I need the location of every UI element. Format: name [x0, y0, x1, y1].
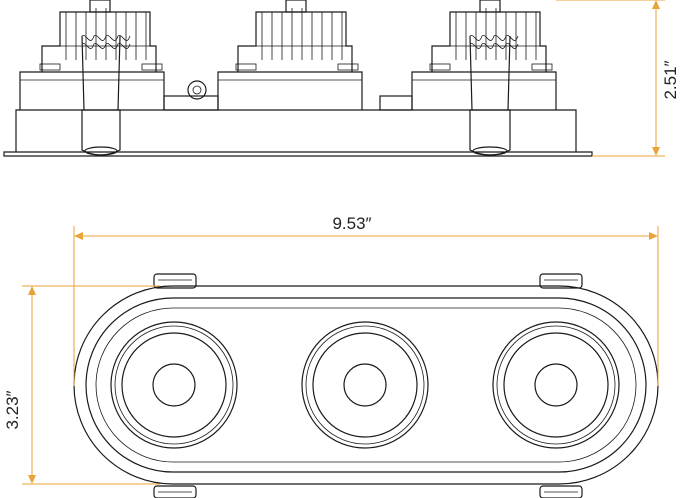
top-view	[73, 273, 659, 498]
right-heatsink	[429, 0, 553, 72]
length-dimension: 9.53″	[73, 214, 659, 386]
width-label: 3.23″	[3, 390, 22, 429]
width-dimension: 3.23″	[3, 285, 160, 485]
center-heatsink	[235, 0, 359, 72]
lens-center	[301, 321, 429, 449]
height-dimension: 2.51″	[556, 0, 680, 157]
length-label: 9.53″	[332, 214, 371, 233]
lens-right	[492, 321, 620, 449]
lens-left	[110, 321, 238, 449]
left-spring-clip	[81, 34, 131, 156]
left-heatsink	[39, 0, 163, 72]
height-label: 2.51″	[661, 60, 680, 99]
right-spring-clip	[469, 34, 519, 156]
side-view	[3, 0, 593, 157]
